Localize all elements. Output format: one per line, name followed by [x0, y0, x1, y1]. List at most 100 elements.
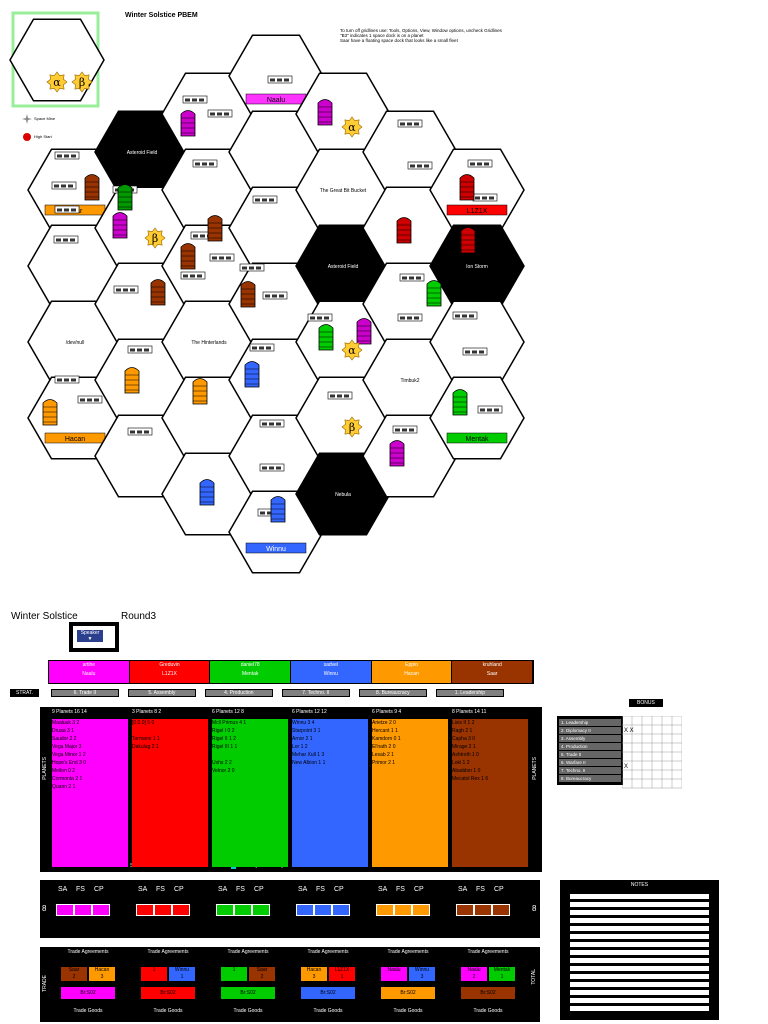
planet-icon [112, 212, 128, 239]
planet-icon [318, 324, 334, 351]
legend-high-start-label: High Start [34, 134, 52, 139]
planet-icon [124, 367, 140, 394]
token-counter[interactable] [456, 904, 474, 916]
notes-line[interactable] [570, 1006, 709, 1011]
home-system-label: L1Z1X [467, 208, 488, 215]
svg-text:α: α [348, 344, 356, 357]
trade-value: 1 [232, 967, 236, 973]
notes-line[interactable] [570, 926, 709, 931]
notes-line[interactable] [570, 966, 709, 971]
planet-row: Rigel I 0 2 [212, 728, 235, 734]
trade-value: 3 [312, 974, 316, 980]
notes-line[interactable] [570, 918, 709, 923]
map-title: Winter Solstice PBEM [125, 12, 198, 19]
notes-line[interactable] [570, 982, 709, 987]
trade-agreements-header: Trade Agreements [307, 949, 349, 955]
token-counter[interactable] [92, 904, 110, 916]
notes-panel: NOTES [560, 880, 719, 1020]
player-username: Eppio [405, 662, 418, 668]
round-label: Round3 [121, 611, 157, 622]
planet-row: New Albion 1 1 [292, 760, 326, 766]
token-counter[interactable] [172, 904, 190, 916]
strategy-card[interactable]: 4. Production [204, 689, 273, 697]
planet-row: Capha 3 0 [452, 736, 476, 742]
token-label: FS [476, 886, 485, 893]
planet-row: Abaddon 1 0 [452, 768, 481, 774]
trade-agreement[interactable]: 1 [221, 967, 247, 981]
token-counter[interactable] [394, 904, 412, 916]
strategy-card[interactable]: 6. Trade II [50, 689, 119, 697]
token-side-left: 8 [42, 904, 47, 913]
token-label: SA [298, 886, 308, 893]
token-counter[interactable] [136, 904, 154, 916]
notes-line[interactable] [570, 990, 709, 995]
token-counter[interactable] [412, 904, 430, 916]
token-counter[interactable] [234, 904, 252, 916]
token-counter[interactable] [492, 904, 510, 916]
token-counter[interactable] [154, 904, 172, 916]
planet-row: Maaluuk 3 2 [52, 720, 80, 726]
beta-wormhole-icon: β [144, 227, 166, 249]
planet-icon [150, 279, 166, 306]
notes-line[interactable] [570, 958, 709, 963]
notes-line[interactable] [570, 974, 709, 979]
token-side-right: 8 [532, 904, 537, 913]
system-name: /dev/null [66, 340, 85, 346]
token-label: FS [396, 886, 405, 893]
strategy-card[interactable]: 7. Techno. II [281, 689, 350, 697]
bonus-grid: X XX [622, 716, 682, 789]
strategy-card[interactable]: 8. Bureaucracy [358, 689, 427, 697]
token-counter[interactable] [296, 904, 314, 916]
trade-goods-label: Trade Goods [73, 1008, 103, 1014]
trade-agreements-header: Trade Agreements [227, 949, 269, 955]
planet-row: Rigel III 1 1 [212, 744, 238, 750]
svg-text:α: α [348, 121, 356, 134]
bonus-item: 7. Techno. II [559, 767, 621, 774]
notes-line[interactable] [570, 902, 709, 907]
trade-goods-label: Trade Goods [393, 1008, 423, 1014]
notes-line[interactable] [570, 950, 709, 955]
planet-icon [117, 184, 133, 211]
planet-row: Loki 1 2 [452, 760, 470, 766]
bonus-item: 4. Production [559, 743, 621, 750]
token-counter[interactable] [474, 904, 492, 916]
notes-line[interactable] [570, 934, 709, 939]
strat-label: STRAT. [10, 689, 39, 697]
total-label: TOTAL [531, 969, 537, 985]
token-counter[interactable] [74, 904, 92, 916]
token-counter[interactable] [332, 904, 350, 916]
planet-row [132, 727, 208, 735]
planet-icon [180, 110, 196, 137]
strategy-card[interactable]: 1. Leadership [435, 689, 504, 697]
strategy-card[interactable]: 5. Assembly [127, 689, 196, 697]
token-label: SA [218, 886, 228, 893]
trade-agreement[interactable]: 1 [141, 967, 167, 981]
home-system-label: Naalu [267, 97, 285, 104]
bonus-mark: X X [624, 728, 634, 734]
player-username: sadvel [323, 662, 339, 668]
token-counter[interactable] [252, 904, 270, 916]
token-counter[interactable] [56, 904, 74, 916]
planet-row: Velnor 2 0 [212, 768, 235, 774]
token-counter[interactable] [216, 904, 234, 916]
notes-line[interactable] [570, 998, 709, 1003]
speaker-marker: Speaker ▼ [69, 622, 119, 652]
token-counter[interactable] [376, 904, 394, 916]
planet-icon [244, 361, 260, 388]
notes-line[interactable] [570, 942, 709, 947]
notes-line[interactable] [570, 894, 709, 899]
trade-agreement[interactable]: Naalu [381, 967, 407, 981]
notes-line[interactable] [570, 910, 709, 915]
alpha-wormhole-icon: α [46, 71, 68, 93]
token-counter[interactable] [314, 904, 332, 916]
